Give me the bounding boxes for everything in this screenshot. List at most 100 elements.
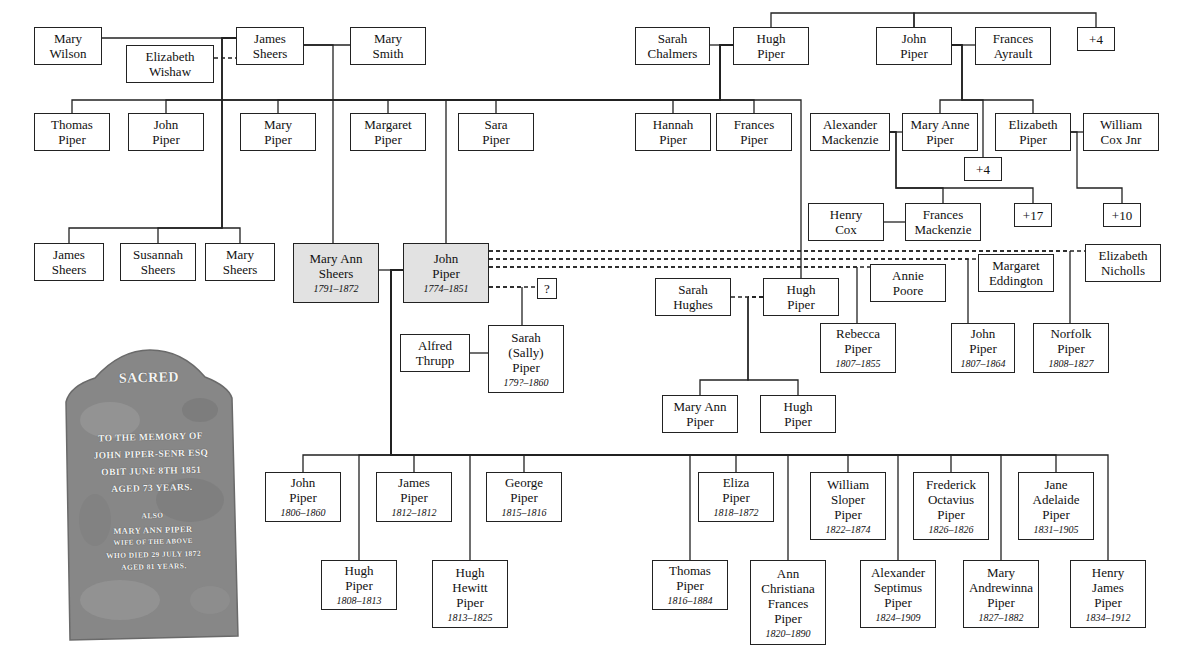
family-line xyxy=(391,270,1001,560)
family-line-path xyxy=(102,37,236,38)
family-line-path xyxy=(489,286,522,287)
person-name: Hugh Piper xyxy=(787,282,816,312)
life-dates: 1820–1890 xyxy=(766,628,811,640)
family-line-path xyxy=(884,221,905,222)
family-line-path xyxy=(489,258,968,259)
person-name: Margaret Eddington xyxy=(989,258,1043,288)
life-dates: 1774–1851 xyxy=(424,283,469,295)
person-name: Hannah Piper xyxy=(653,117,693,147)
person-box: Henry Cox xyxy=(808,203,884,241)
person-name: Mary Andrewinna Piper xyxy=(969,565,1033,610)
person-box: Hugh Piper xyxy=(763,278,839,316)
person-box: Margaret Piper xyxy=(350,113,426,151)
person-name: John Piper xyxy=(900,31,927,61)
person-box: Sara Piper xyxy=(458,113,534,151)
epitaph-line: AGED 73 YEARS. xyxy=(64,481,240,496)
family-line-path xyxy=(489,250,1085,251)
person-box: William Cox Jnr xyxy=(1083,113,1159,151)
person-name: William Sloper Piper xyxy=(827,477,869,522)
family-line-path xyxy=(222,38,240,243)
life-dates: 1813–1825 xyxy=(448,612,493,624)
epitaph-line: ALSO xyxy=(64,510,240,523)
life-dates: 1807–1855 xyxy=(836,358,881,370)
person-name: +4 xyxy=(1089,32,1103,47)
life-dates: 1816–1884 xyxy=(668,595,713,607)
family-line xyxy=(731,297,763,298)
life-dates: 1826–1826 xyxy=(929,524,974,536)
family-line-path xyxy=(856,267,857,323)
family-line-path xyxy=(391,270,898,560)
epitaph-area: SACREDTO THE MEMORY OFJOHN PIPER-SENR ES… xyxy=(60,348,244,643)
person-name: Mary Smith xyxy=(372,31,403,61)
person-name: Annie Poore xyxy=(892,268,924,298)
family-line-path xyxy=(391,270,1056,472)
epitaph-line: AGED 81 YEARS. xyxy=(66,561,242,574)
family-line-path xyxy=(1069,251,1070,323)
person-name: Mary Piper xyxy=(264,117,292,147)
person-name: Ann Christiana Frances Piper xyxy=(761,566,814,626)
family-line xyxy=(489,287,522,325)
person-box: Henry James Piper1834–1912 xyxy=(1070,560,1146,628)
person-box: William Sloper Piper1822–1874 xyxy=(810,472,886,540)
person-box: Thomas Piper1816–1884 xyxy=(652,560,728,610)
family-line xyxy=(214,58,236,59)
family-line-path xyxy=(391,270,1108,560)
person-name: Sarah Chalmers xyxy=(648,31,698,61)
life-dates: 1824–1909 xyxy=(876,612,921,624)
person-name: Eliza Piper xyxy=(722,475,749,505)
person-box: John Piper xyxy=(128,113,204,151)
family-line-path xyxy=(771,13,914,27)
family-line-path xyxy=(748,296,763,297)
person-name: Elizabeth Nicholls xyxy=(1098,248,1147,278)
person-name: Mary Ann Sheers xyxy=(307,251,365,281)
family-line-path xyxy=(748,296,763,297)
family-line xyxy=(489,287,537,288)
family-line xyxy=(391,270,1108,560)
person-box: Alexander Septimus Piper1824–1909 xyxy=(860,560,936,628)
stone-texture xyxy=(80,580,160,620)
stone-texture xyxy=(190,586,230,614)
person-name: +4 xyxy=(976,162,990,177)
person-box: John Piper1774–1851 xyxy=(403,243,489,303)
person-box: Elizabeth Nicholls xyxy=(1085,244,1161,282)
person-box: James Piper1812–1812 xyxy=(376,472,452,522)
person-box: John Piper1807–1864 xyxy=(951,323,1015,373)
person-box: Frances Piper xyxy=(716,113,792,151)
family-line xyxy=(470,353,488,354)
stone-texture xyxy=(79,494,111,546)
family-line-path xyxy=(731,296,763,297)
person-name: Susannah Sheers xyxy=(133,247,183,277)
person-box: Mary Sheers xyxy=(205,243,275,281)
family-line xyxy=(391,270,470,560)
family-line xyxy=(489,267,857,323)
family-line xyxy=(489,259,978,260)
person-box: Thomas Piper xyxy=(34,113,110,151)
person-box: Hugh Piper xyxy=(733,27,809,65)
person-box: Mary Ann Piper xyxy=(662,395,738,433)
person-name: Frances Piper xyxy=(734,117,774,147)
gravestone-photo xyxy=(66,350,238,640)
life-dates: 1827–1882 xyxy=(979,612,1024,624)
person-name: Elizabeth Piper xyxy=(1008,117,1057,147)
person-box: Annie Poore xyxy=(870,264,946,302)
family-line xyxy=(489,267,870,268)
person-name: Margaret Piper xyxy=(364,117,411,147)
family-line xyxy=(446,45,733,243)
person-name: George Piper xyxy=(505,475,543,505)
person-box: Mary Andrewinna Piper 1827–1882 xyxy=(963,560,1039,628)
family-line-path xyxy=(720,45,801,278)
person-box: Sarah Hughes xyxy=(655,278,731,316)
person-box: +17 xyxy=(1014,203,1052,227)
person-box: John Piper 1806–1860 xyxy=(265,472,341,522)
person-name: John Piper xyxy=(152,117,179,147)
family-line xyxy=(771,13,914,27)
person-name: John Piper xyxy=(289,475,316,505)
life-dates: 1806–1860 xyxy=(281,507,326,519)
epitaph-line: MARY ANN PIPER xyxy=(65,524,241,538)
person-name: +17 xyxy=(1023,208,1043,223)
person-name: Alexander Mackenzie xyxy=(821,117,878,147)
person-box: Mary Wilson xyxy=(34,27,102,65)
family-line-path xyxy=(391,270,470,560)
life-dates: 1815–1816 xyxy=(502,507,547,519)
life-dates: 179?–1860 xyxy=(504,377,549,389)
